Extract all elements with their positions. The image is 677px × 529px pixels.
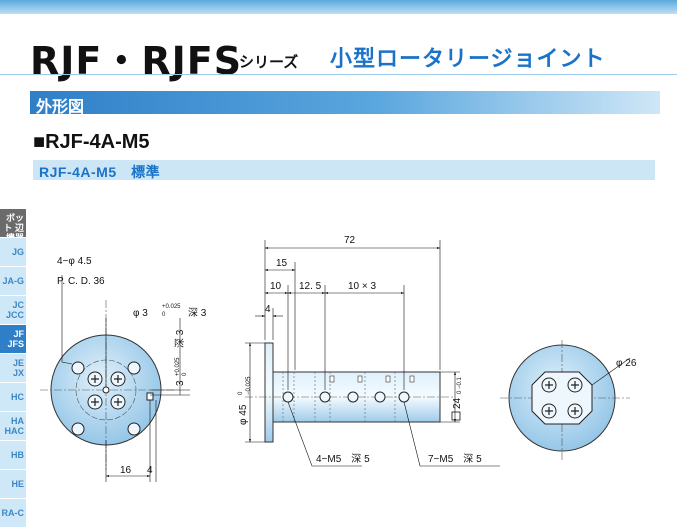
side-tab-label: HE — [11, 479, 24, 489]
dim-4: 4 — [147, 465, 153, 476]
dim-overall: 72 — [344, 235, 356, 246]
model-heading: ■RJF-4A-M5 — [33, 131, 150, 153]
port-hole — [319, 391, 331, 403]
side-index-tabs: ボット 辺機器 JG JA-G JC JCC JF JFS JE JX HC H… — [0, 209, 26, 528]
right-diameter: φ 26 — [616, 358, 637, 369]
mount-hole — [71, 361, 85, 375]
leader-line — [61, 275, 73, 365]
side-tab-je[interactable]: JE JX — [0, 354, 26, 382]
side-tab-robot[interactable]: ボット 辺機器 — [0, 209, 26, 237]
vertical-depth: 深 3 — [174, 329, 186, 348]
side-view: 72 15 10 12. 5 10 × 3 4 φ 45 0 −0.025 24… — [238, 235, 500, 467]
side-tab-label: JA-G — [2, 276, 24, 286]
port-hole — [282, 391, 294, 403]
leader-line — [403, 401, 500, 467]
ports-left-callout: 4−M5 深 5 — [316, 453, 370, 465]
port-hole — [347, 391, 359, 403]
bore-tol-upper: +0.025 — [162, 304, 181, 310]
side-tab-he[interactable]: HE — [0, 470, 26, 498]
side-tab-hc[interactable]: HC — [0, 383, 26, 411]
side-tab-ha[interactable]: HA HAC — [0, 412, 26, 440]
dim-10: 10 — [270, 281, 282, 292]
square-symbol — [451, 411, 461, 421]
left-end-view: 4−φ 4.5 P. C. D. 36 φ 3 +0.025 0 深 3 3 +… — [40, 256, 207, 482]
side-tab-label: JE JX — [12, 358, 24, 378]
vertical-dim: 3 — [175, 380, 186, 386]
bore-tol-lower: 0 — [162, 312, 166, 318]
section-bar: 外形図 — [30, 91, 660, 116]
side-tab-label: ボット 辺機器 — [3, 213, 24, 237]
port-hole — [374, 391, 386, 403]
side-tab-hb[interactable]: HB — [0, 441, 26, 469]
vertical-tol-lower: 0 — [182, 372, 188, 376]
pcd-callout: P. C. D. 36 — [57, 276, 105, 287]
side-tab-label: HA HAC — [4, 416, 25, 436]
dim-hex: 24 — [452, 397, 463, 409]
bore-callout: φ 3 — [133, 308, 148, 319]
model-variant-label: RJF-4A-M5 標準 — [39, 164, 161, 180]
mount-hole — [127, 361, 141, 375]
side-tab-label: RA-C — [1, 508, 25, 518]
page-title-suffix: シリーズ — [239, 54, 299, 71]
page-subtitle: 小型ロータリージョイント — [330, 46, 606, 71]
hex-outline — [531, 371, 593, 425]
port-hole — [398, 391, 410, 403]
leader-line — [287, 401, 362, 467]
side-tab-label: JF JFS — [7, 329, 24, 349]
side-tab-jf[interactable]: JF JFS — [0, 325, 26, 353]
side-tab-ra-c[interactable]: RA-C — [0, 499, 26, 527]
side-tab-label: HC — [11, 392, 24, 402]
dim-diameter-tol-lower: −0.025 — [246, 376, 252, 395]
dim-12-5: 12. 5 — [299, 281, 322, 292]
dim-diameter-tol-upper: 0 — [238, 391, 244, 395]
ports-right-callout: 7−M5 深 5 — [428, 453, 482, 465]
dim-pitch: 10 × 3 — [348, 281, 377, 292]
pin-slot — [146, 392, 154, 401]
header-divider — [0, 74, 677, 75]
side-tab-ja-g[interactable]: JA-G — [0, 267, 26, 295]
flange-body — [264, 342, 274, 443]
vertical-tol-upper: +0.025 — [175, 357, 181, 376]
side-tab-jc[interactable]: JC JCC — [0, 296, 26, 324]
mount-hole — [127, 422, 141, 436]
side-tab-label: JG — [11, 247, 24, 257]
dim-flange: 4 — [265, 304, 271, 315]
page-title: RJF・RJFS — [30, 39, 243, 83]
model-variant-bar: RJF-4A-M5 標準 — [33, 160, 655, 180]
right-end-view: φ 26 — [500, 340, 637, 460]
side-tab-label: HB — [11, 450, 24, 460]
hole-callout: 4−φ 4.5 — [57, 256, 92, 267]
bore-depth: 深 3 — [188, 307, 207, 319]
side-tab-jg[interactable]: JG — [0, 238, 26, 266]
dim-hex-tol: 0 −0.1 — [457, 376, 463, 394]
dim-15: 15 — [276, 258, 288, 269]
center-bore — [102, 386, 110, 394]
side-tab-label: JC JCC — [5, 300, 24, 320]
leader-line — [591, 357, 631, 386]
section-label: 外形図 — [36, 99, 85, 116]
dim-diameter: φ 45 — [238, 404, 249, 425]
header-band — [0, 0, 677, 14]
dim-16: 16 — [120, 465, 132, 476]
mount-hole — [71, 422, 85, 436]
